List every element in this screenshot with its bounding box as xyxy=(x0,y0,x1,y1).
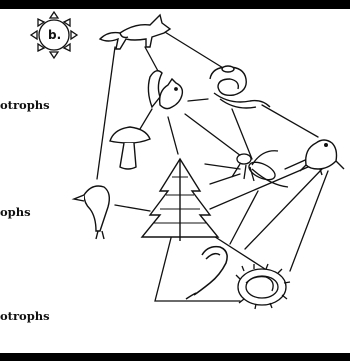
link-squirrel-tree xyxy=(168,117,178,154)
link-fox-squirrel xyxy=(145,47,158,71)
snake-icon xyxy=(210,66,270,108)
link-millipede-frog xyxy=(290,171,328,271)
squirrel-icon xyxy=(148,71,182,109)
sun-icon: b. xyxy=(31,12,77,58)
food-web-diagram: otrophs ophs otrophs xyxy=(0,9,350,353)
link-snake-frog xyxy=(262,105,318,137)
link-insect-tree xyxy=(210,174,240,184)
link-bird-tree xyxy=(115,205,150,211)
link-tree-insect xyxy=(205,164,240,169)
link-snake-squirrel xyxy=(188,99,208,101)
millipede-icon xyxy=(236,264,290,309)
mushroom-icon xyxy=(110,127,150,169)
sun-letter: b. xyxy=(48,28,61,42)
link-worm-frog xyxy=(245,169,322,249)
tree-icon xyxy=(142,159,218,241)
link-fox-bird xyxy=(97,47,115,179)
fox-icon xyxy=(100,15,170,49)
bird-icon xyxy=(74,186,109,239)
link-fox-snake xyxy=(160,29,228,71)
link-squirrel-mushroom xyxy=(140,109,152,129)
food-web-illustration: b. xyxy=(0,9,350,353)
worm-icon xyxy=(186,247,227,299)
